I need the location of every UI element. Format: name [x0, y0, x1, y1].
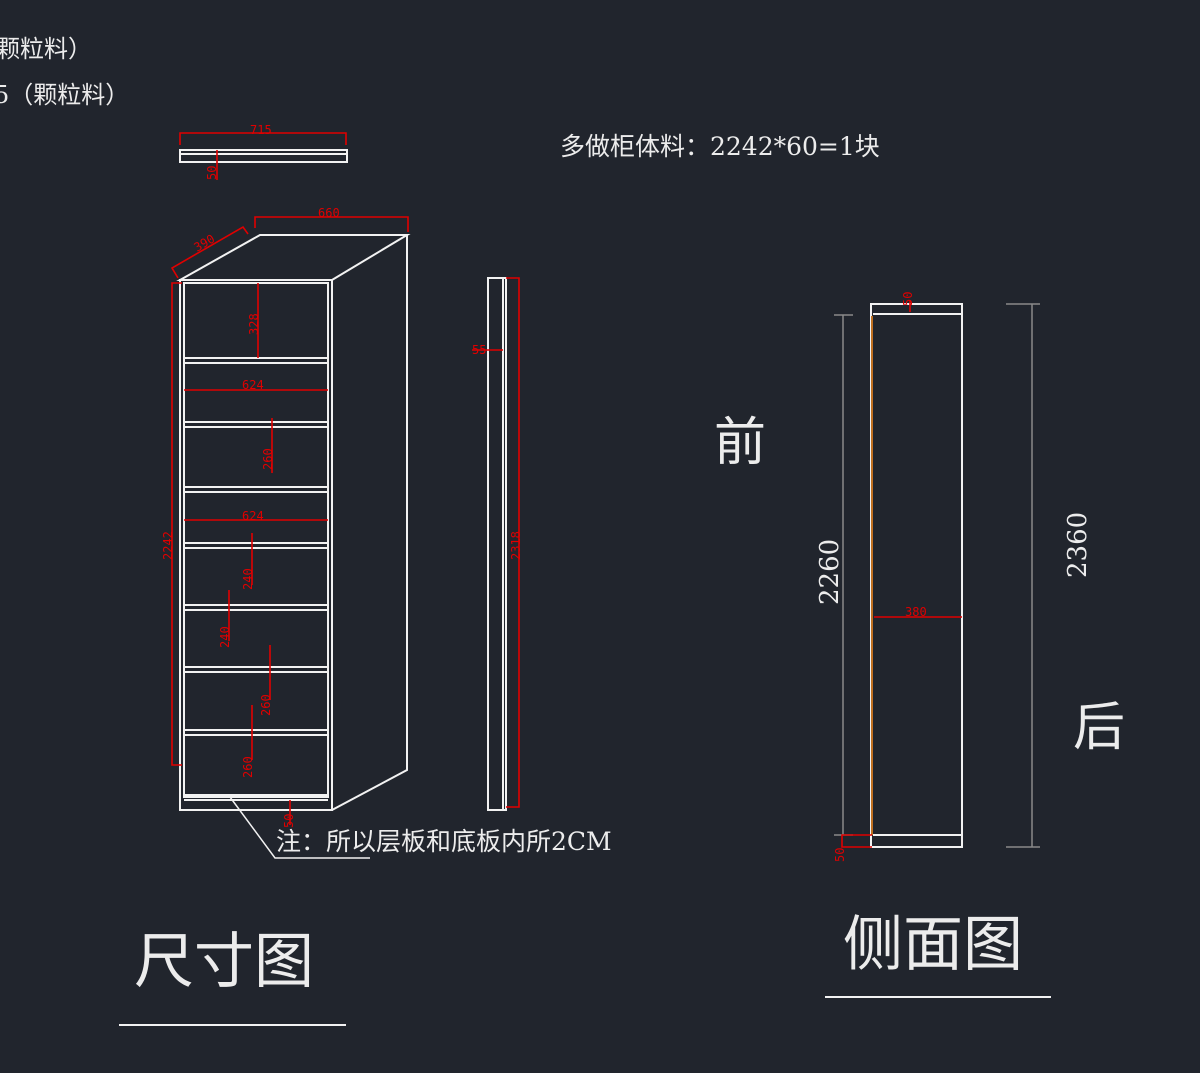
shelf-note: 注：所以层板和底板内所2CM — [276, 827, 612, 856]
shelves — [184, 357, 328, 801]
shelf-width-1-label: 624 — [242, 378, 264, 392]
top-board-thickness-label: 50 — [205, 166, 219, 180]
cabinet-width-label: 660 — [318, 206, 340, 220]
plinth-label: 50 — [282, 814, 296, 828]
extra-material-note: 多做柜体料：2242*60=1块 — [560, 132, 880, 161]
top-board-width-label: 715 — [250, 123, 272, 137]
inner-height-label: 2260 — [815, 539, 845, 605]
cabinet-height-label: 2242 — [161, 531, 175, 560]
back-label: 后 — [1073, 698, 1125, 758]
shelf-width-2-label: 624 — [242, 509, 264, 523]
compartment-1-label: 328 — [247, 313, 261, 335]
side-board-offset-label: 55 — [472, 343, 486, 357]
top-board: 715 50 — [179, 123, 348, 180]
compartment-5-label: 260 — [259, 694, 273, 716]
compartment-4-label: 240 — [218, 626, 232, 648]
cabinet-depth-label: 390 — [192, 232, 218, 255]
material-note-1: 颗粒料） — [0, 35, 92, 63]
total-height-label: 2360 — [1063, 512, 1093, 578]
front-label: 前 — [714, 413, 766, 473]
depth-label: 380 — [905, 605, 927, 619]
note-leader-line — [229, 796, 370, 859]
compartment-6-label: 260 — [241, 756, 255, 778]
top-thickness-label: 50 — [901, 292, 915, 306]
compartment-3-label: 240 — [241, 568, 255, 590]
side-view: 2260 2360 380 50 50 前 后 — [714, 292, 1125, 862]
side-view-title: 侧面图 — [843, 910, 1023, 980]
cabinet-isometric: 660 390 2242 328 624 260 624 240 240 260… — [161, 206, 411, 828]
dimension-drawing-title: 尺寸图 — [134, 927, 314, 997]
material-note-2: 5（颗粒料） — [0, 81, 129, 109]
bottom-thickness-label: 50 — [833, 848, 847, 862]
compartment-2-label: 260 — [261, 448, 275, 470]
side-board-height-label: 2318 — [509, 531, 523, 560]
side-board: 2318 55 — [472, 277, 523, 811]
